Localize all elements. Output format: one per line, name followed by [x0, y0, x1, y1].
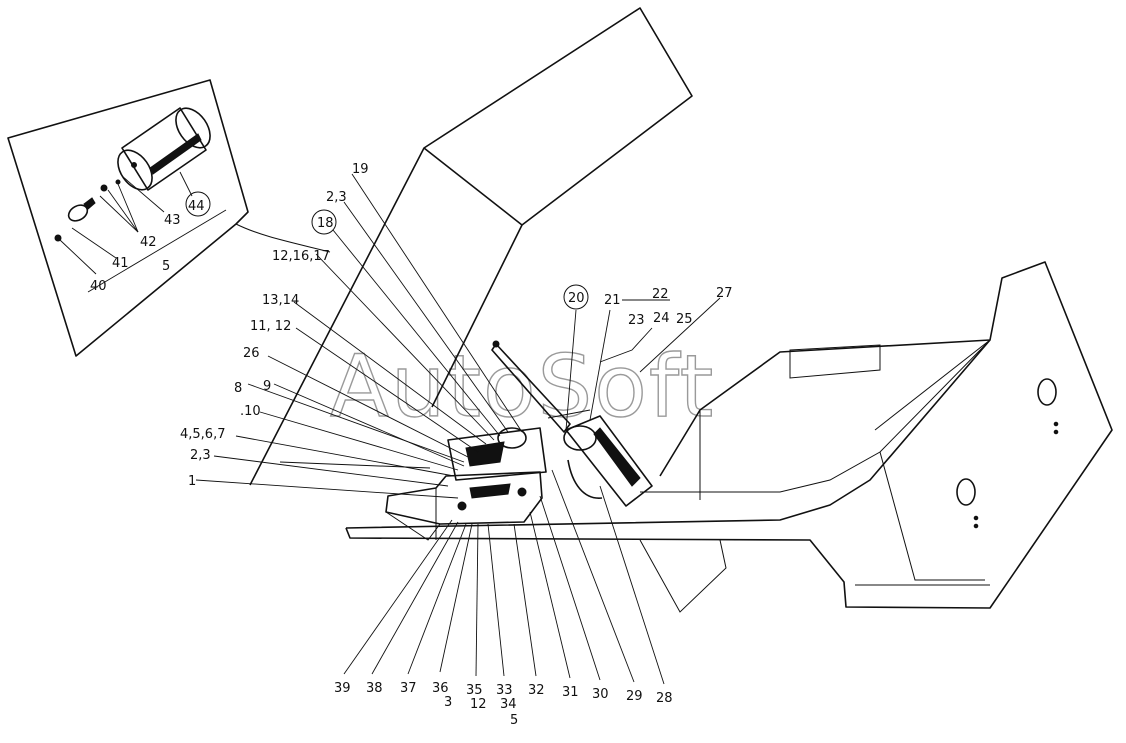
callout-11-12: 11, 12 — [250, 319, 291, 334]
frame-bolt-holes — [956, 378, 1059, 529]
callout-31: 31 — [562, 685, 579, 700]
callout-25: 25 — [676, 312, 693, 327]
callout-labels: 19 2,3 18 12,16,17 13,14 11, 12 26 8 9 .… — [90, 162, 733, 728]
callout-4-5-6-7: 4,5,6,7 — [180, 427, 225, 442]
callout-32: 32 — [528, 683, 545, 698]
callout-34: 34 — [500, 697, 517, 712]
callout-2-3-top: 2,3 — [326, 190, 347, 205]
floor-frame — [279, 261, 1113, 613]
inset-small-parts — [54, 179, 121, 242]
callout-2-3-left: 2,3 — [190, 448, 211, 463]
callout-29: 29 — [626, 689, 643, 704]
inset-motor — [117, 107, 211, 191]
callout-20: 20 — [568, 291, 585, 306]
brake-lever — [491, 340, 653, 507]
watermark: AutoSoft — [330, 337, 715, 437]
callout-9: 9 — [263, 379, 271, 394]
callout-41: 41 — [112, 256, 129, 271]
callout-36: 36 — [432, 681, 449, 696]
pedestal-body — [249, 7, 693, 486]
callout-40: 40 — [90, 279, 107, 294]
callout-39: 39 — [334, 681, 351, 696]
callout-38: 38 — [366, 681, 383, 696]
callout-12-16-17: 12,16,17 — [272, 249, 330, 264]
callout-13-14: 13,14 — [262, 293, 299, 308]
callout-43: 43 — [164, 213, 181, 228]
callout-23: 23 — [628, 313, 645, 328]
callout-37: 37 — [400, 681, 417, 696]
callout-42: 42 — [140, 235, 157, 250]
callout-44: 44 — [188, 199, 205, 214]
callout-8: 8 — [234, 381, 242, 396]
callout-27: 27 — [716, 286, 733, 301]
callout-24: 24 — [653, 311, 670, 326]
mechanism-block — [385, 427, 547, 541]
callout-33: 33 — [496, 683, 513, 698]
callout-12-bottom: 12 — [470, 697, 487, 712]
callout-21: 21 — [604, 293, 621, 308]
inset-panel — [7, 79, 331, 357]
callout-19: 19 — [352, 162, 369, 177]
callout-1: 1 — [188, 474, 196, 489]
callout-3: 3 — [444, 695, 452, 710]
callout-18: 18 — [317, 216, 334, 231]
callout-5-bottom: 5 — [510, 713, 518, 728]
callout-5-inset: 5 — [162, 259, 170, 274]
leader-lines — [195, 173, 721, 685]
callout-30: 30 — [592, 687, 609, 702]
callout-22: 22 — [652, 287, 669, 302]
callout-10: .10 — [240, 404, 261, 419]
callout-26: 26 — [243, 346, 260, 361]
callout-28: 28 — [656, 691, 673, 706]
callout-35: 35 — [466, 683, 483, 698]
